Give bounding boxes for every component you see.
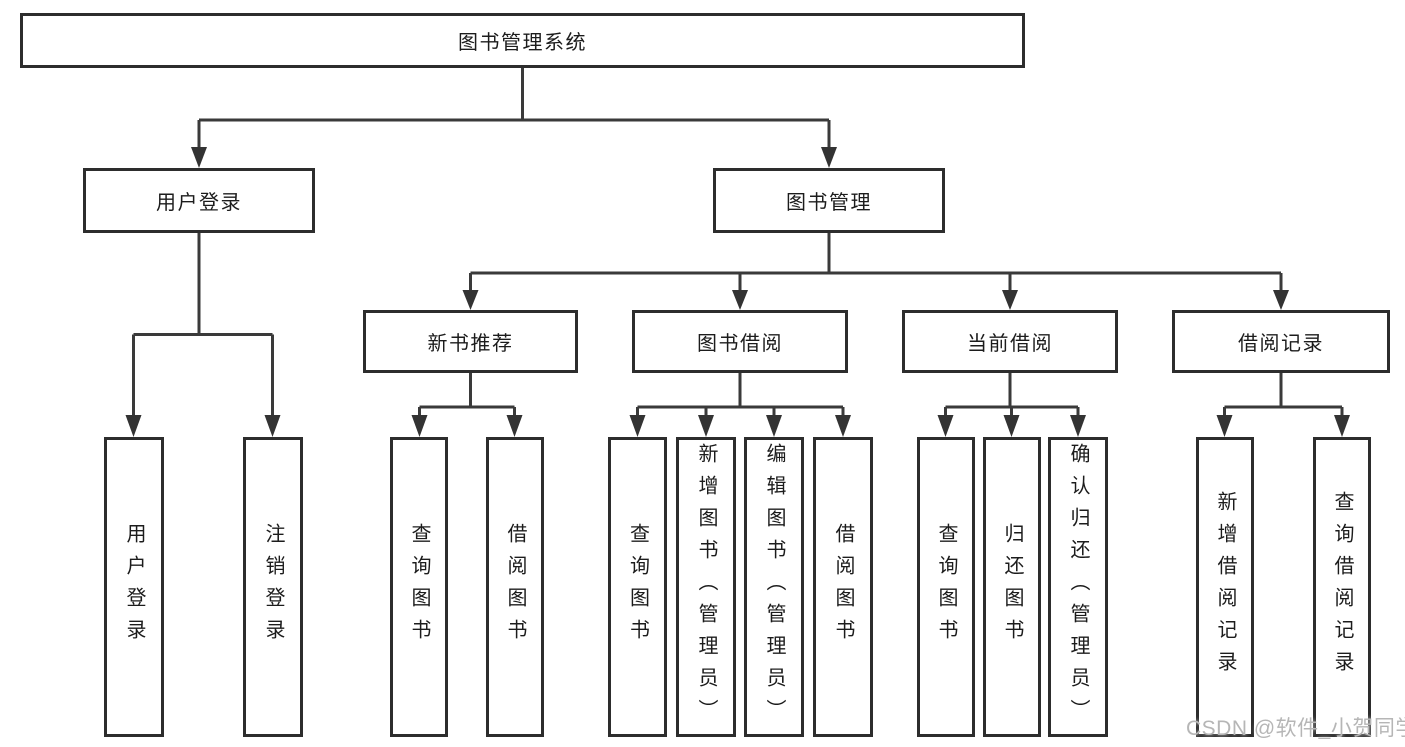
leaf-label: 用户登录 xyxy=(123,523,145,651)
arrowhead xyxy=(1002,290,1018,310)
arrowhead xyxy=(1216,415,1233,437)
leaf-label: 借阅图书 xyxy=(832,523,854,651)
leaf-label: 归还图书 xyxy=(1001,523,1023,651)
arrowhead xyxy=(191,147,207,168)
arrowhead xyxy=(125,415,142,437)
leaf-return-books: 归还图书 xyxy=(983,437,1041,737)
arrowhead xyxy=(1003,415,1020,437)
node-book-management: 图书管理 xyxy=(713,168,945,233)
leaf-confirm-return-admin: 确认归还（管理员） xyxy=(1048,437,1108,737)
leaf-label: 注销登录 xyxy=(262,523,284,651)
csdn-watermark: CSDN @软件_小贺同学 xyxy=(1186,717,1405,740)
leaf-add-books-admin: 新增图书（管理员） xyxy=(676,437,736,737)
arrowhead xyxy=(411,415,428,437)
leaf-query-books-borrowing: 查询图书 xyxy=(608,437,667,737)
leaf-label: 查询借阅记录 xyxy=(1331,491,1353,683)
arrowhead xyxy=(1334,415,1350,437)
leaf-query-books-recommend: 查询图书 xyxy=(390,437,448,737)
leaf-label: 新增借阅记录 xyxy=(1214,491,1236,683)
leaf-label: 确认归还（管理员） xyxy=(1067,443,1089,731)
leaf-label: 编辑图书（管理员） xyxy=(763,443,785,731)
node-user-login: 用户登录 xyxy=(83,168,315,233)
leaf-query-books-current: 查询图书 xyxy=(917,437,975,737)
leaf-label: 查询图书 xyxy=(408,523,430,651)
node-new-book-recommendation: 新书推荐 xyxy=(363,310,578,373)
leaf-add-borrow-record: 新增借阅记录 xyxy=(1196,437,1254,737)
arrowhead xyxy=(732,290,748,310)
arrowhead xyxy=(698,415,714,437)
leaf-borrow-books: 借阅图书 xyxy=(813,437,873,737)
arrowhead xyxy=(264,415,281,437)
node-current-borrowing: 当前借阅 xyxy=(902,310,1118,373)
arrowhead xyxy=(462,290,479,310)
arrowhead xyxy=(766,415,782,437)
arrowhead xyxy=(835,415,851,437)
leaf-label: 查询图书 xyxy=(935,523,957,651)
arrowhead xyxy=(506,415,523,437)
leaf-borrow-books-recommend: 借阅图书 xyxy=(486,437,544,737)
node-borrowing-records: 借阅记录 xyxy=(1172,310,1390,373)
arrowhead xyxy=(1070,415,1086,437)
leaf-edit-books-admin: 编辑图书（管理员） xyxy=(744,437,804,737)
node-library-management-system: 图书管理系统 xyxy=(20,13,1025,68)
leaf-query-borrow-record: 查询借阅记录 xyxy=(1313,437,1371,737)
arrowhead xyxy=(937,415,954,437)
arrowhead xyxy=(821,147,837,168)
leaf-label: 新增图书（管理员） xyxy=(695,443,717,731)
arrowhead xyxy=(629,415,646,437)
arrowhead xyxy=(1273,290,1289,310)
node-book-borrowing: 图书借阅 xyxy=(632,310,848,373)
leaf-label: 借阅图书 xyxy=(504,523,526,651)
leaf-logout: 注销登录 xyxy=(243,437,303,737)
leaf-user-login: 用户登录 xyxy=(104,437,164,737)
leaf-label: 查询图书 xyxy=(626,523,649,651)
